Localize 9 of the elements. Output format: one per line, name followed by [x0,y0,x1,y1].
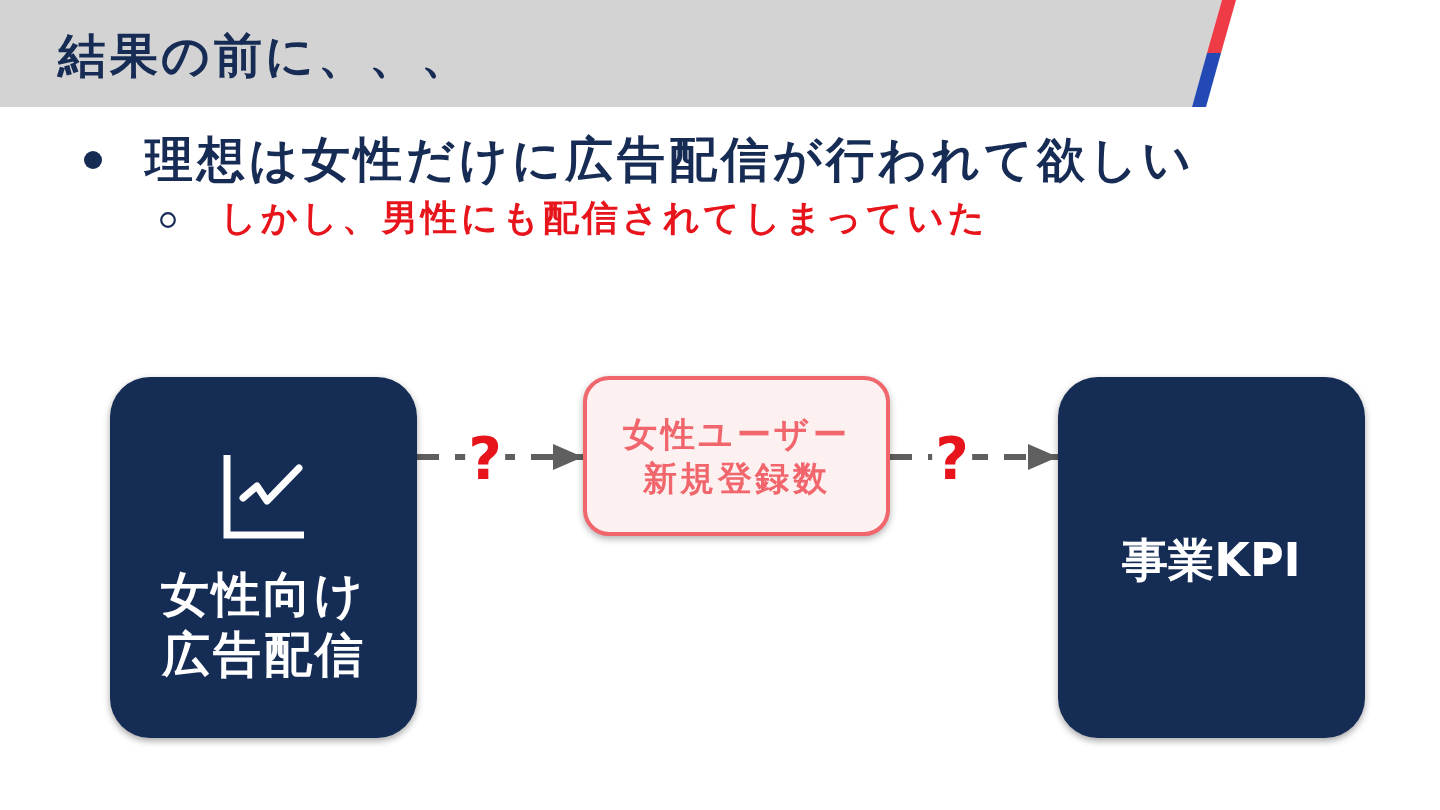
node-label: 女性ユーザー新規登録数 [622,413,851,500]
node-label: 女性向け広告配信 [160,565,367,684]
slide-title: 結果の前に、、、 [58,30,472,80]
sub-bullet-text: しかし、男性にも配信されてしまっていた [220,199,989,237]
process-box [110,377,417,738]
node-label: 事業KPI [1122,532,1301,588]
process-box [583,376,890,536]
process-box [1058,377,1365,738]
bullet-text: 理想は女性だけに広告配信が行われて欲しい [145,134,1195,184]
